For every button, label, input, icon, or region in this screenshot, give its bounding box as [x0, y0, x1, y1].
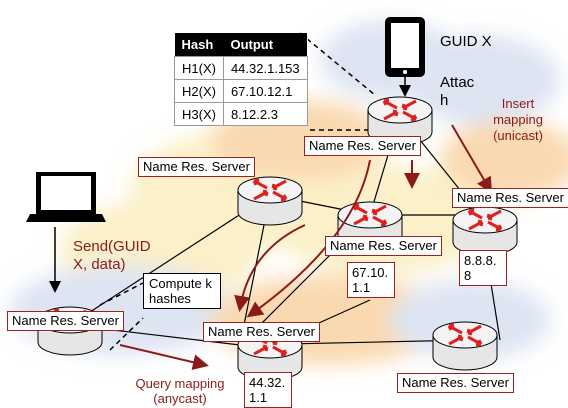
table-row: H2(X) 67.10.12.1 — [174, 79, 308, 103]
attach-label: Attac h — [440, 74, 475, 109]
send-label: Send(GUID X, data) — [73, 238, 151, 273]
table-row: H3(X) 8.12.2.3 — [174, 102, 308, 126]
output-cell: 67.10.12.1 — [222, 79, 308, 103]
router-bottom-right — [431, 320, 499, 372]
query-mapping-label: Query mapping (anycast) — [135, 376, 225, 406]
compute-hashes-box: Compute k hashes — [143, 273, 221, 309]
hash-cell: H3(X) — [174, 102, 224, 126]
router-upper-mid — [236, 175, 304, 227]
output-cell: 44.32.1.153 — [222, 56, 308, 80]
table-row: H1(X) 44.32.1.153 — [174, 56, 308, 80]
router-label: Name Res. Server — [304, 136, 421, 156]
router-label: Name Res. Server — [452, 188, 568, 208]
address-box: 8.8.8.8 — [459, 250, 507, 286]
insert-mapping-label: Insert mapping (unicast) — [493, 96, 543, 143]
output-header: Output — [223, 33, 308, 57]
hash-cell: H1(X) — [174, 56, 224, 80]
output-cell: 8.12.2.3 — [222, 102, 308, 126]
hash-table: Hash Output H1(X) 44.32.1.153 H2(X) 67.1… — [174, 33, 308, 126]
hash-cell: H2(X) — [174, 79, 224, 103]
address-box: 67.10.1.1 — [347, 262, 395, 298]
router-label: Name Res. Server — [138, 157, 255, 177]
router-label: Name Res. Server — [7, 311, 124, 331]
router-label: Name Res. Server — [325, 236, 442, 256]
router-label: Name Res. Server — [203, 322, 320, 342]
address-box: 44.32.1.1 — [244, 372, 292, 408]
callout-lines — [99, 32, 376, 351]
router-right — [451, 205, 519, 257]
guid-label: GUID X — [440, 33, 492, 50]
laptop-icon — [26, 172, 106, 222]
hash-header: Hash — [174, 33, 224, 57]
router-label: Name Res. Server — [397, 373, 514, 393]
phone-icon — [385, 17, 425, 77]
